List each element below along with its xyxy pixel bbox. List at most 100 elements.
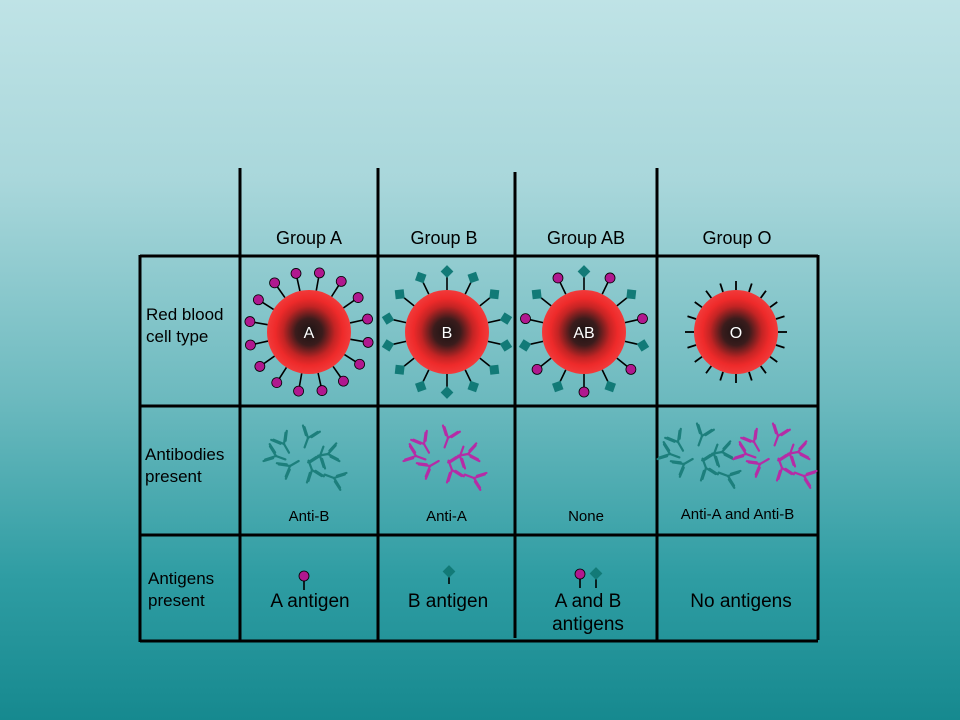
cell-letter: B [442, 325, 453, 342]
antigen-b-icon [394, 289, 415, 307]
antibody-icon [415, 459, 440, 480]
antibody-icon [457, 442, 481, 463]
antigen-a-icon [316, 372, 328, 396]
membrane-tick [769, 355, 778, 363]
antibody-icon [441, 424, 461, 449]
antigen-b-icon [479, 357, 500, 375]
antigen-a-icon [616, 357, 637, 375]
antigen-b-icon [601, 369, 616, 393]
red-blood-cell-icon [694, 290, 778, 374]
membrane-tick [694, 355, 703, 363]
antigen-a-icon [314, 267, 325, 291]
red-blood-cell-icon [542, 290, 626, 374]
antigen-b-icon [394, 357, 415, 375]
antibody-cluster-group-o-anti-b [656, 422, 742, 489]
antibody-caption-group-a: Anti-B [288, 508, 330, 525]
antigen-a-icon [269, 277, 286, 299]
antigen-b-icon [440, 374, 454, 399]
antigen-b-icon [487, 339, 513, 352]
antibody-icon [732, 441, 757, 461]
cell-group-o: O [685, 281, 787, 383]
antigen-a-icon [350, 337, 374, 348]
antigen-b-icon [381, 312, 407, 325]
antigen-a-icon [342, 292, 364, 309]
cell-group-ab: AB [518, 265, 650, 398]
membrane-tick [759, 290, 767, 299]
antigen-a-icon [578, 374, 590, 398]
antigen-a-icon [290, 268, 302, 292]
antigen-a-icon [245, 339, 269, 351]
antigen-a-icon [298, 570, 310, 590]
column-header-group-a: Group A [275, 228, 343, 248]
antibody-icon [447, 445, 467, 470]
membrane-tick [705, 290, 713, 299]
antigen-b-icon [479, 289, 500, 307]
antigen-b-icon [487, 312, 513, 325]
column-header-group-ab: Group AB [546, 228, 626, 248]
antibody-icon [701, 443, 721, 468]
antigen-b-icon [464, 271, 479, 295]
membrane-tick [769, 301, 778, 309]
antigen-caption-group-ab: A and B antigens [552, 591, 624, 635]
antibody-caption-group-o: Anti-A and Anti-B [680, 506, 795, 523]
row-label-red-blood-cell-type: Red blood cell type [146, 305, 224, 346]
antigen-a-icon [293, 373, 304, 397]
membrane-tick [748, 371, 753, 381]
antibody-icon [669, 457, 694, 478]
antigen-b-icon [531, 289, 552, 307]
antibody-caption-group-b: Anti-A [426, 508, 467, 525]
antibody-icon [664, 427, 685, 452]
antigen-a-icon [332, 365, 349, 387]
antigen-b-icon [415, 369, 430, 393]
cell-group-a: A [244, 267, 374, 397]
antigen-b-icon [589, 567, 603, 588]
column-header-group-b: Group B [410, 228, 478, 248]
antigen-a-icon [349, 313, 373, 325]
antigen-b-icon [518, 339, 544, 352]
antigen-b-icon [552, 369, 567, 393]
membrane-tick [705, 365, 713, 374]
antigen-a-icon [252, 294, 275, 311]
antigen-b-icon [616, 289, 637, 307]
membrane-tick [687, 315, 697, 320]
antibody-icon [410, 429, 431, 454]
membrane-tick [759, 365, 767, 374]
antibody-icon [275, 459, 300, 480]
antigen-b-icon [577, 265, 591, 290]
red-blood-cell-icon [267, 290, 351, 374]
membrane-tick [719, 283, 724, 293]
antibody-cluster-group-o-anti-a [732, 422, 818, 489]
column-header-group-o: Group O [702, 228, 772, 248]
antigen-b-icon [415, 271, 430, 295]
antibody-icon [695, 422, 715, 447]
antigen-b-icon [442, 565, 456, 584]
membrane-tick [775, 315, 785, 320]
antibody-icon [777, 443, 797, 468]
antigen-a-icon [531, 357, 552, 375]
antigen-b-icon [624, 339, 650, 352]
antigen-a-icon [601, 272, 616, 295]
membrane-tick [687, 344, 697, 349]
antigen-a-icon [254, 355, 276, 372]
antigen-caption-group-o: No antigens [690, 591, 792, 612]
antibody-icon [656, 441, 681, 461]
membrane-tick [719, 371, 724, 381]
antigen-caption-group-a: A antigen [270, 591, 350, 612]
antibody-icon [771, 422, 791, 447]
antigen-a-icon [271, 366, 288, 389]
antigen-a-icon [330, 275, 347, 298]
antigen-a-icon [552, 272, 567, 295]
antibody-icon [307, 445, 327, 470]
membrane-tick [775, 344, 785, 349]
antigen-a-icon [244, 316, 268, 327]
cell-group-b: B [381, 265, 513, 399]
antibody-icon [745, 457, 770, 478]
antibody-icon [717, 469, 742, 489]
antibody-caption-group-ab: None [568, 508, 604, 525]
antigen-a-icon [574, 568, 586, 588]
antigen-b-icon [464, 369, 479, 393]
cell-letter: A [304, 325, 315, 342]
membrane-tick [694, 301, 703, 309]
antibody-cluster-group-a [262, 424, 348, 491]
